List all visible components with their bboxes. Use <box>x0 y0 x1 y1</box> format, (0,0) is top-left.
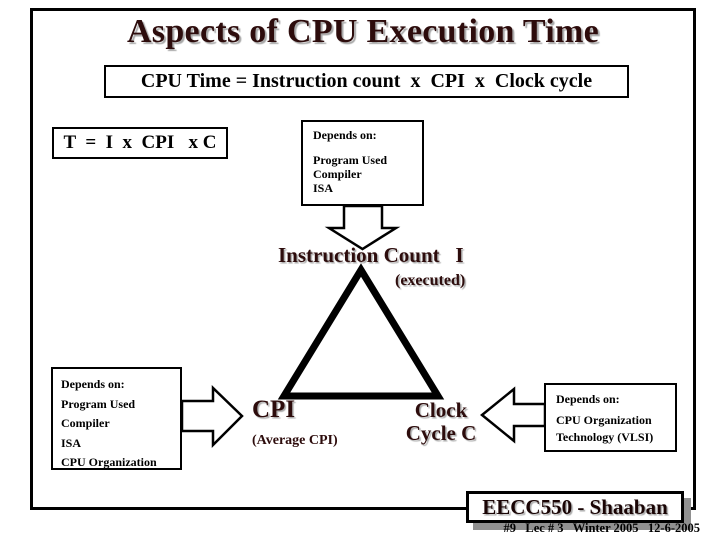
cpi-average-line2: CPI) <box>308 433 338 448</box>
callout-item: Compiler <box>313 167 362 181</box>
callout-item: CPU Organization <box>556 413 652 427</box>
callout-item: ISA <box>313 181 334 195</box>
clock-line3: C <box>461 421 477 445</box>
cpu-time-formula-box: CPU Time = Instruction count x CPI x Clo… <box>104 65 629 98</box>
course-footer-badge: EECC550 - Shaaban <box>466 491 684 523</box>
executed-label: (executed) <box>395 272 466 289</box>
lecture-meta-text: #9 Lec # 3 Winter 2005 12-6-2005 <box>503 521 700 535</box>
slide-frame-border <box>30 8 696 510</box>
instruction-count-label: Instruction Count I <box>278 243 464 267</box>
callout-heading: Depends on: <box>61 377 125 391</box>
clock-depends-callout: Depends on: CPU Organization Technology … <box>544 383 677 452</box>
cpi-depends-callout: Depends on: Program Used Compiler ISA CP… <box>51 367 182 470</box>
callout-item: Program Used <box>313 153 388 167</box>
callout-heading: Depends on: <box>556 392 620 406</box>
cpi-label: CPI <box>252 396 296 423</box>
clock-line2: Cycle <box>405 421 456 445</box>
callout-item: CPU Organization <box>61 455 157 469</box>
callout-item: Program Used <box>61 396 136 411</box>
t-formula-box: T = I x CPI x C <box>52 127 228 159</box>
cpi-average-line1: (Average <box>252 433 306 448</box>
instruction-count-depends-callout: Depends on: Program Used Compiler ISA <box>301 120 424 206</box>
callout-item: Technology (VLSI) <box>556 430 654 444</box>
callout-item: Compiler <box>61 416 110 430</box>
callout-item: ISA <box>61 435 82 450</box>
callout-heading: Depends on: <box>313 128 377 142</box>
clock-cycle-label: Clock Cycle C <box>404 399 478 445</box>
cpi-average-label: (Average CPI) <box>252 431 338 450</box>
slide-title: Aspects of CPU Execution Time <box>126 13 600 50</box>
clock-line1: Clock <box>414 398 468 422</box>
